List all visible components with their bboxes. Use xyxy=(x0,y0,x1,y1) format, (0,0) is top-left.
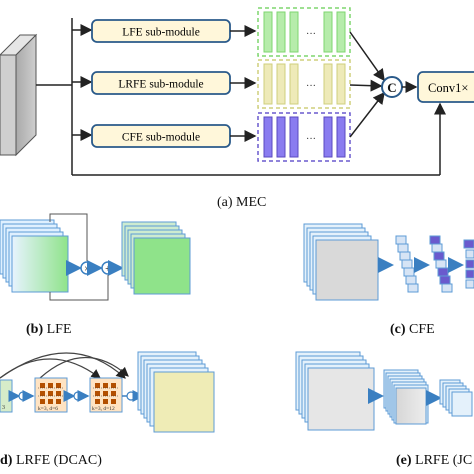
dcac-concat-node-1 xyxy=(18,391,28,401)
add-icon: + xyxy=(101,261,115,275)
caption-dcac: d) LRFE (DCAC) xyxy=(0,453,102,468)
dcac-block-2: k=3, d=6 xyxy=(34,377,68,413)
lrfe-submodule-label: LRFE sub-module xyxy=(118,79,203,91)
concat-icon: C xyxy=(381,76,403,98)
caption-jcn: (e) LRFE (JC xyxy=(396,453,473,468)
jcn-mid-stack xyxy=(383,369,429,425)
dcac-panel: 3 k=3, d=6 xyxy=(0,351,215,433)
cfe-channel-column-3 xyxy=(463,239,474,289)
svg-text:···: ··· xyxy=(306,81,316,92)
cfe-input-stack xyxy=(303,223,379,301)
cfe-submodule-box: CFE sub-module xyxy=(91,124,231,148)
jcn-panel xyxy=(295,351,473,431)
conv-label: Conv1× xyxy=(428,81,468,95)
mec-panel: LFE sub-module LRFE sub-module CFE sub-m… xyxy=(0,7,474,176)
jcn-input-stack xyxy=(295,351,375,431)
cfe-channel-column-1 xyxy=(395,235,419,293)
lfe-feature-stack: ··· xyxy=(257,7,351,57)
caption-mec: (a) MEC xyxy=(217,195,267,210)
svg-text:···: ··· xyxy=(306,29,316,40)
lfe-input-stack xyxy=(0,219,69,293)
caption-lfe: (b) LFE xyxy=(26,322,72,337)
svg-text:k=3, d=12: k=3, d=12 xyxy=(92,406,115,412)
svg-text:×: × xyxy=(84,264,90,275)
cfe-feature-stack: ··· xyxy=(257,112,351,162)
cfe-channel-column-2 xyxy=(429,235,453,293)
lfe-panel: × + xyxy=(0,213,191,301)
dcac-output-stack xyxy=(137,351,215,433)
lfe-submodule-box: LFE sub-module xyxy=(91,19,231,43)
svg-text:···: ··· xyxy=(306,134,316,145)
svg-text:3: 3 xyxy=(2,405,5,411)
dcac-concat-node-2 xyxy=(73,391,83,401)
dcac-block-1: 3 xyxy=(0,379,13,413)
input-feature-cube xyxy=(0,33,38,157)
jcn-output-stack xyxy=(439,379,473,417)
dcac-concat-node-3 xyxy=(126,391,136,401)
lrfe-submodule-box: LRFE sub-module xyxy=(91,71,231,95)
lrfe-feature-stack: ··· xyxy=(257,59,351,109)
multiply-icon: × xyxy=(80,261,94,275)
conv1x1-box: Conv1× xyxy=(417,71,474,103)
svg-text:k=3, d=6: k=3, d=6 xyxy=(38,406,58,412)
caption-cfe: (c) CFE xyxy=(390,322,435,337)
cfe-panel xyxy=(303,223,474,301)
lfe-output-stack xyxy=(121,221,191,295)
dcac-block-3: k=3, d=12 xyxy=(89,377,123,413)
svg-text:C: C xyxy=(387,80,396,95)
cfe-submodule-label: CFE sub-module xyxy=(122,132,200,144)
lfe-submodule-label: LFE sub-module xyxy=(122,27,200,39)
svg-text:+: + xyxy=(105,264,111,275)
